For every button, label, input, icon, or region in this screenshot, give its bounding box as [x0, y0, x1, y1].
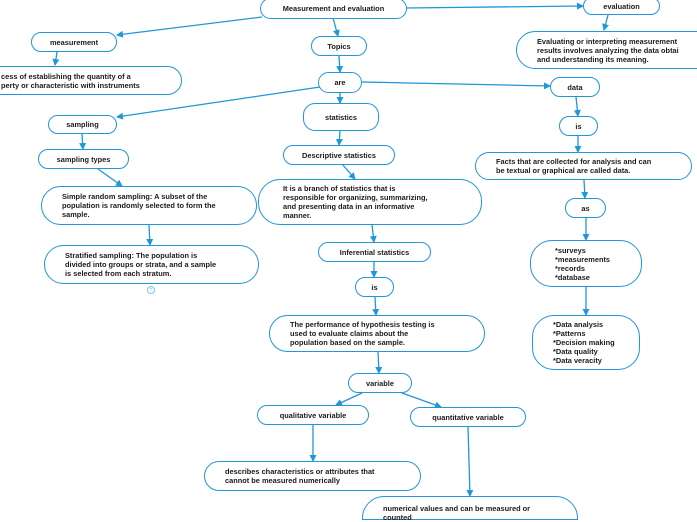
node-descriptive-statistics-label: Descriptive statistics	[302, 150, 376, 160]
node-quantitative-definition[interactable]: numerical values and can be measured or …	[362, 496, 578, 522]
node-data-sources-label: *surveys *measurements *records *databas…	[555, 245, 611, 282]
node-qualitative-variable-label: qualitative variable	[279, 410, 347, 420]
node-stratified-sampling-label: Stratified sampling: The population is d…	[65, 251, 217, 278]
link-quantitative-def	[466, 426, 474, 497]
node-variable-label: variable	[366, 378, 394, 388]
link-data-is	[573, 96, 581, 117]
node-variable[interactable]: variable	[348, 373, 412, 393]
link-types-simple	[97, 168, 123, 187]
node-evaluation-definition-label: Evaluating or interpreting measurement r…	[537, 36, 679, 64]
node-topics-label: Topics	[327, 41, 351, 51]
node-descriptive-definition-label: It is a branch of statistics that is res…	[283, 184, 428, 220]
node-as-label: as	[581, 203, 590, 213]
node-data-definition-label: Facts that are collected for analysis an…	[496, 157, 652, 175]
node-are[interactable]: are	[318, 72, 362, 93]
node-evaluation[interactable]: evaluation	[583, 0, 660, 15]
node-inferential-definition-label: The performance of hypothesis testing is…	[290, 320, 435, 347]
node-data-uses[interactable]: *Data analysis *Patterns *Decision makin…	[532, 315, 640, 370]
node-measurement-and-evaluation-label: Measurement and evaluation	[282, 4, 385, 13]
link-are-sampling	[116, 86, 321, 120]
node-stratified-sampling[interactable]: Stratified sampling: The population is d…	[44, 245, 259, 284]
link-statistics-descriptive	[335, 130, 343, 146]
link-root-measurement	[116, 16, 263, 38]
node-statistics-label: statistics	[324, 112, 358, 122]
node-quantitative-variable-label: quantitative variable	[432, 412, 504, 422]
node-is-inferential-label: is	[371, 282, 378, 292]
link-is-inferential-def	[372, 296, 380, 316]
node-measurement[interactable]: measurement	[31, 32, 117, 52]
node-are-label: are	[334, 78, 346, 87]
node-qualitative-definition[interactable]: describes characteristics or attributes …	[204, 461, 421, 491]
link-are-data	[361, 81, 551, 90]
link-simple-stratified	[146, 224, 154, 246]
node-simple-random-sampling-label: Simple random sampling: A subset of the …	[62, 192, 216, 219]
link-variable-quantitative	[401, 392, 442, 409]
node-qualitative-definition-label: describes characteristics or attributes …	[225, 467, 375, 485]
node-inferential-definition[interactable]: The performance of hypothesis testing is…	[269, 315, 485, 352]
link-evaluation-def	[602, 14, 609, 31]
node-descriptive-statistics[interactable]: Descriptive statistics	[283, 145, 395, 165]
node-measurement-and-evaluation[interactable]: Measurement and evaluation	[260, 0, 407, 19]
node-data-label: data	[567, 82, 583, 92]
link-sampling-types	[79, 133, 87, 150]
node-data-definition[interactable]: Facts that are collected for analysis an…	[475, 152, 692, 180]
link-variable-qualitative	[335, 392, 363, 406]
node-measurement-definition[interactable]: cess of establishing the quantity of a p…	[0, 66, 182, 95]
link-topics-are	[336, 55, 344, 73]
link-measurement-def	[52, 51, 60, 66]
link-data-def-as	[581, 179, 589, 199]
node-as[interactable]: as	[565, 198, 606, 218]
node-data[interactable]: data	[550, 77, 600, 97]
node-data-sources[interactable]: *surveys *measurements *records *databas…	[530, 240, 642, 287]
node-evaluation-label: evaluation	[603, 1, 640, 11]
node-qualitative-variable[interactable]: qualitative variable	[257, 405, 369, 425]
node-descriptive-definition[interactable]: It is a branch of statistics that is res…	[258, 179, 482, 225]
node-statistics[interactable]: statistics	[303, 103, 379, 131]
node-measurement-definition-label: cess of establishing the quantity of a p…	[1, 71, 140, 90]
link-root-topics	[332, 17, 340, 37]
node-evaluation-definition[interactable]: Evaluating or interpreting measurement r…	[516, 31, 697, 69]
node-simple-random-sampling[interactable]: Simple random sampling: A subset of the …	[41, 186, 257, 225]
node-is-data[interactable]: is	[559, 116, 598, 136]
link-descriptive-def	[342, 164, 356, 180]
node-topics[interactable]: Topics	[311, 36, 367, 56]
node-sampling-types-label: sampling types	[56, 154, 111, 164]
add-child-plus-icon[interactable]: +	[147, 286, 155, 294]
node-quantitative-definition-label: numerical values and can be measured or …	[383, 504, 531, 522]
node-sampling-types[interactable]: sampling types	[38, 149, 129, 169]
link-inferential-def-variable	[375, 351, 383, 374]
node-data-uses-label: *Data analysis *Patterns *Decision makin…	[553, 320, 615, 365]
node-measurement-label: measurement	[49, 37, 99, 47]
node-inferential-statistics-label: Inferential statistics	[339, 247, 410, 257]
node-sampling[interactable]: sampling	[48, 115, 117, 134]
node-quantitative-variable[interactable]: quantitative variable	[410, 407, 526, 427]
node-inferential-statistics[interactable]: Inferential statistics	[318, 242, 431, 262]
node-sampling-label: sampling	[66, 120, 99, 129]
link-descriptive-inferential	[369, 224, 377, 243]
node-is-data-label: is	[575, 121, 582, 131]
node-is-inferential[interactable]: is	[355, 277, 394, 297]
link-root-evaluation	[405, 2, 584, 10]
